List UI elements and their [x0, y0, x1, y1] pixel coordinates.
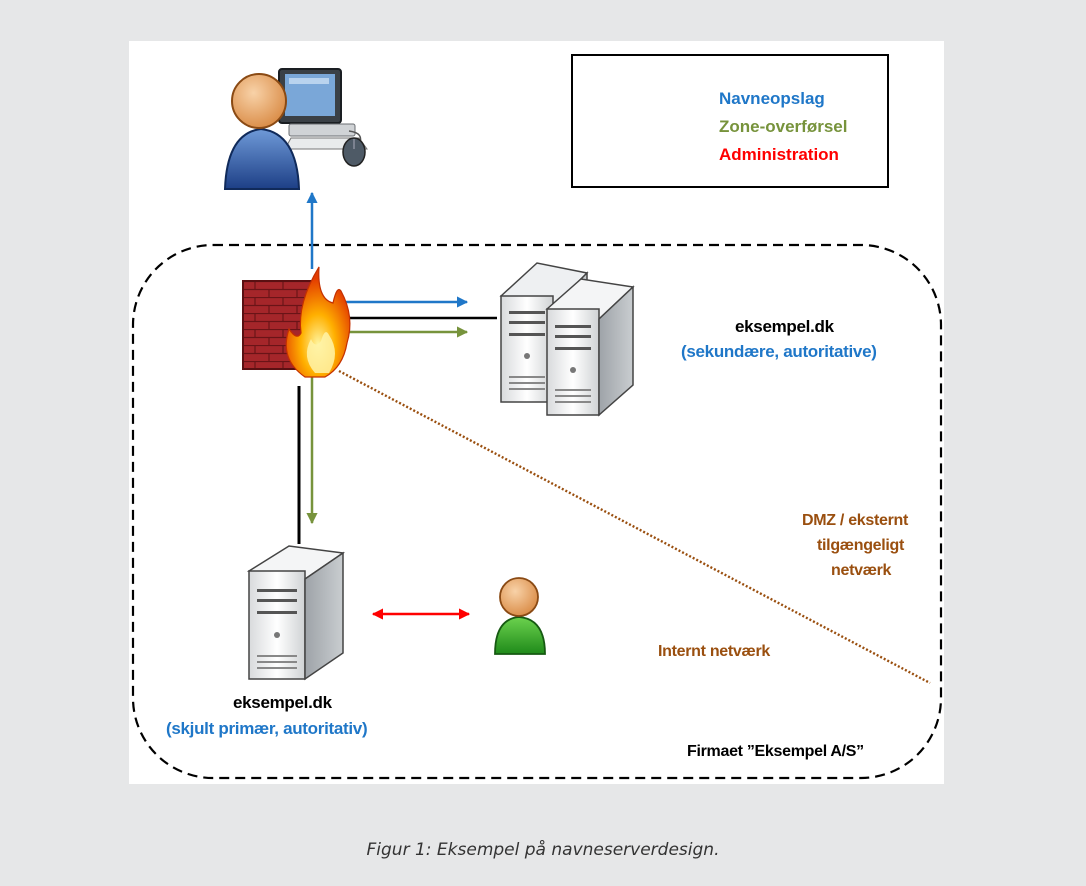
primary-server-role: (skjult primær, autoritativ)	[166, 719, 368, 738]
secondary-server-icon	[499, 262, 635, 417]
administrator-icon	[494, 577, 546, 655]
legend-label-query: Navneopslag	[719, 89, 825, 108]
external-user-icon	[223, 68, 368, 190]
company-label: Firmaet ”Eksempel A/S”	[687, 743, 864, 760]
dmz-label-line-3: netværk	[831, 562, 892, 579]
primary-server-icon	[246, 545, 346, 681]
dmz-label-line-1: DMZ / eksternt	[802, 512, 909, 529]
diagram-canvas	[131, 68, 943, 780]
company-boundary	[131, 243, 943, 780]
legend-label-admin: Administration	[719, 145, 839, 164]
diagram-figure: Navneopslag Zone-overførsel Administrati…	[129, 41, 944, 784]
legend: Navneopslag Zone-overførsel Administrati…	[571, 54, 889, 188]
figure-caption: Figur 1: Eksempel på navneserverdesign.	[366, 840, 720, 860]
dmz-label-line-2: tilgængeligt	[817, 537, 905, 554]
internal-network-label: Internt netværk	[658, 643, 770, 660]
dmz-separator-line	[338, 369, 931, 685]
secondary-server-name: eksempel.dk	[735, 317, 834, 336]
primary-server-name: eksempel.dk	[233, 693, 332, 712]
legend-label-transfer: Zone-overførsel	[719, 117, 848, 136]
secondary-server-role: (sekundære, autoritative)	[681, 342, 877, 361]
firewall-icon	[242, 266, 351, 378]
